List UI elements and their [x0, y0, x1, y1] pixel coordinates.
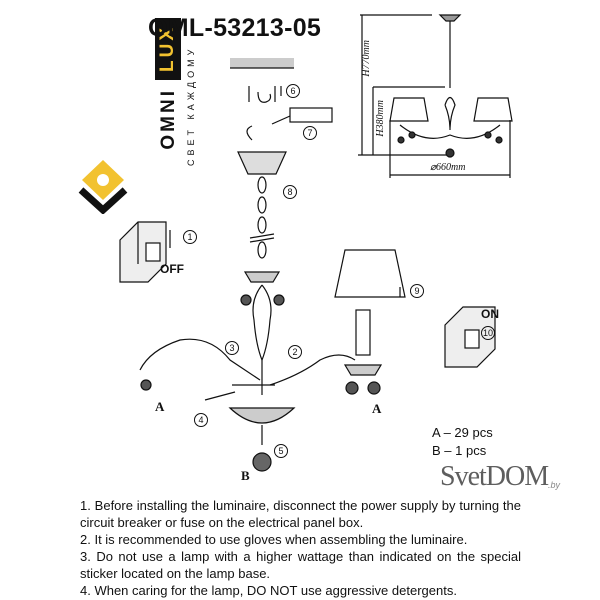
- instruction-3: 3. Do not use a lamp with a higher watta…: [80, 549, 521, 581]
- step-1-marker: 1: [183, 230, 197, 244]
- watermark: SvetDOM: [440, 461, 549, 492]
- switch-off-icon: [119, 221, 167, 283]
- step-9-marker: 9: [410, 284, 424, 298]
- step-4-marker: 4: [194, 413, 208, 427]
- step-10-marker: 10: [481, 326, 495, 340]
- safety-instructions: 1. Before installing the luminaire, disc…: [80, 497, 521, 599]
- part-b-label: B: [241, 468, 250, 483]
- step-6-marker: 6: [286, 84, 300, 98]
- part-a-count: A – 29 pcs: [432, 425, 493, 440]
- switch-on-icon: [444, 306, 496, 368]
- lamp-shade-icon: [334, 249, 406, 298]
- ceiling-hatch-icon: [230, 58, 294, 69]
- logo-diamond-icon: [78, 160, 128, 214]
- bowl-icon: [228, 407, 296, 424]
- arm-right: [269, 354, 356, 386]
- switch-off-label: OFF: [160, 262, 184, 276]
- watermark-suffix: .by: [548, 480, 561, 490]
- brand-logo: LUX OMNI СВЕТ КАЖДОМУ: [76, 8, 196, 214]
- chain-icon: [249, 176, 275, 259]
- step-5-marker: 5: [274, 444, 288, 458]
- instruction-1: 1. Before installing the luminaire, disc…: [80, 498, 521, 530]
- instruction-2: 2. It is recommended to use gloves when …: [80, 532, 468, 547]
- wiring-detail-icon: [289, 107, 333, 123]
- arm-left: [139, 338, 261, 381]
- part-a-label-right: A: [372, 401, 382, 416]
- step-7-marker: 7: [303, 126, 317, 140]
- screwdriver-icon: [204, 391, 236, 401]
- height-body-label: H380mm: [375, 100, 386, 137]
- switch-on-label: ON: [481, 307, 499, 321]
- hook-icon: [248, 86, 282, 103]
- step-8-marker: 8: [283, 185, 297, 199]
- diameter-label: ⌀660mm: [430, 162, 466, 173]
- assembly-diagram: [119, 14, 513, 472]
- canopy-icon: [237, 125, 287, 175]
- step-3-marker: 3: [225, 341, 239, 355]
- part-a-label-left: A: [155, 399, 165, 414]
- step-2-marker: 2: [288, 345, 302, 359]
- crystal-ball-icon: [252, 452, 272, 472]
- height-total-label: H770mm: [361, 40, 372, 77]
- part-b-count: B – 1 pcs: [432, 443, 487, 458]
- model-title: OML-53213-05: [148, 14, 322, 42]
- dimension-drawing: [358, 14, 513, 178]
- instruction-4: 4. When caring for the lamp, DO NOT use …: [80, 583, 457, 598]
